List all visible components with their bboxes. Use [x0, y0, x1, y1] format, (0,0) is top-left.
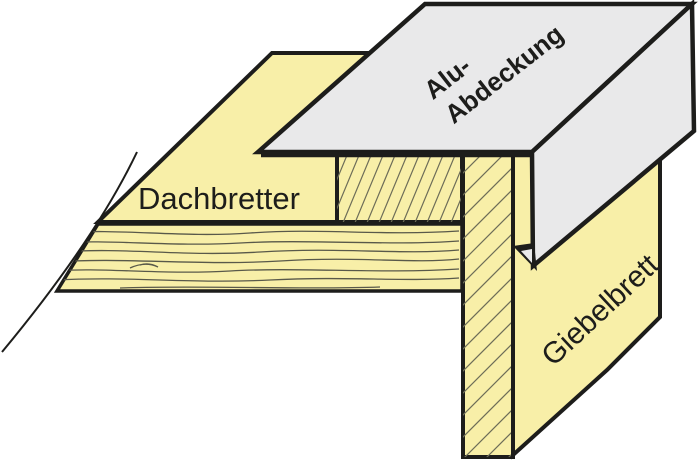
grain-line: [59, 230, 460, 236]
label-dachbretter: Dachbretter: [138, 181, 300, 216]
break-line: [1, 151, 138, 353]
grain-line: [57, 277, 460, 282]
alu-cover-drip-hook-inner: [521, 249, 532, 263]
hatch-lines-gable-section: [463, 155, 513, 457]
grain-line: [57, 249, 460, 255]
wood-grain-lines: [57, 230, 460, 289]
grain-line: [58, 240, 460, 245]
grain-knot: [129, 263, 159, 269]
grain-line: [57, 268, 460, 273]
grain-line: [119, 286, 381, 289]
hatch-lines-batten: [337, 155, 462, 222]
grain-line: [57, 258, 460, 264]
alu-cover-outer-face: [529, 0, 697, 271]
